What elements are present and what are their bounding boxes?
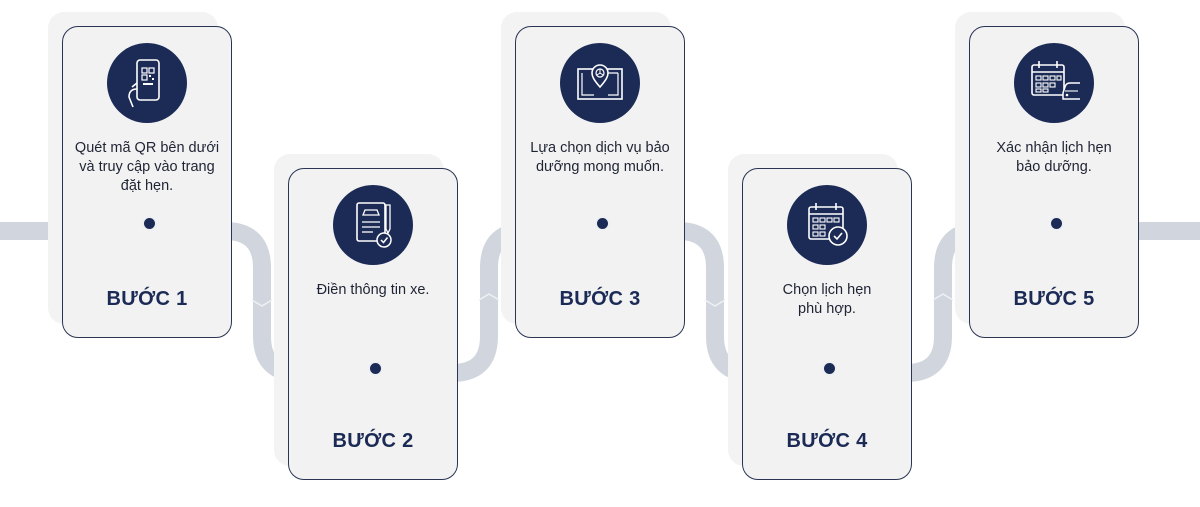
calendar-car-icon [1014, 43, 1094, 123]
step-description: Quét mã QR bên dưới và truy cập vào tran… [74, 140, 220, 194]
step-description: Chọn lịch hẹn phù hợp. [782, 282, 872, 317]
timeline-dot-4 [821, 360, 837, 376]
step-card-2: Điền thông tin xe. BƯỚC 2 [288, 168, 458, 480]
step-card-5: Xác nhận lịch hẹn bảo dưỡng. BƯỚC 5 [969, 26, 1139, 338]
timeline-dot-2 [367, 360, 383, 376]
form-document-icon [333, 185, 413, 265]
step-label: BƯỚC 5 [1013, 288, 1095, 310]
step-label: BƯỚC 2 [332, 430, 414, 452]
step-card-4: Chọn lịch hẹn phù hợp. BƯỚC 4 [742, 168, 912, 480]
step-card-3: Lựa chọn dịch vụ bảo dưỡng mong muốn. BƯ… [515, 26, 685, 338]
calendar-check-icon [787, 185, 867, 265]
timeline-dot-5 [1048, 215, 1064, 231]
step-label: BƯỚC 1 [106, 288, 188, 310]
step-description: Xác nhận lịch hẹn bảo dưỡng. [996, 140, 1112, 175]
step-label: BƯỚC 3 [559, 288, 641, 310]
step-description: Điền thông tin xe. [316, 282, 430, 298]
step-label: BƯỚC 4 [786, 430, 868, 452]
timeline-dot-1 [141, 215, 157, 231]
step-card-1: Quét mã QR bên dưới và truy cập vào tran… [62, 26, 232, 338]
map-location-icon [560, 43, 640, 123]
step-description: Lựa chọn dịch vụ bảo dưỡng mong muốn. [530, 140, 670, 175]
timeline-dot-3 [594, 215, 610, 231]
qr-phone-icon [107, 43, 187, 123]
